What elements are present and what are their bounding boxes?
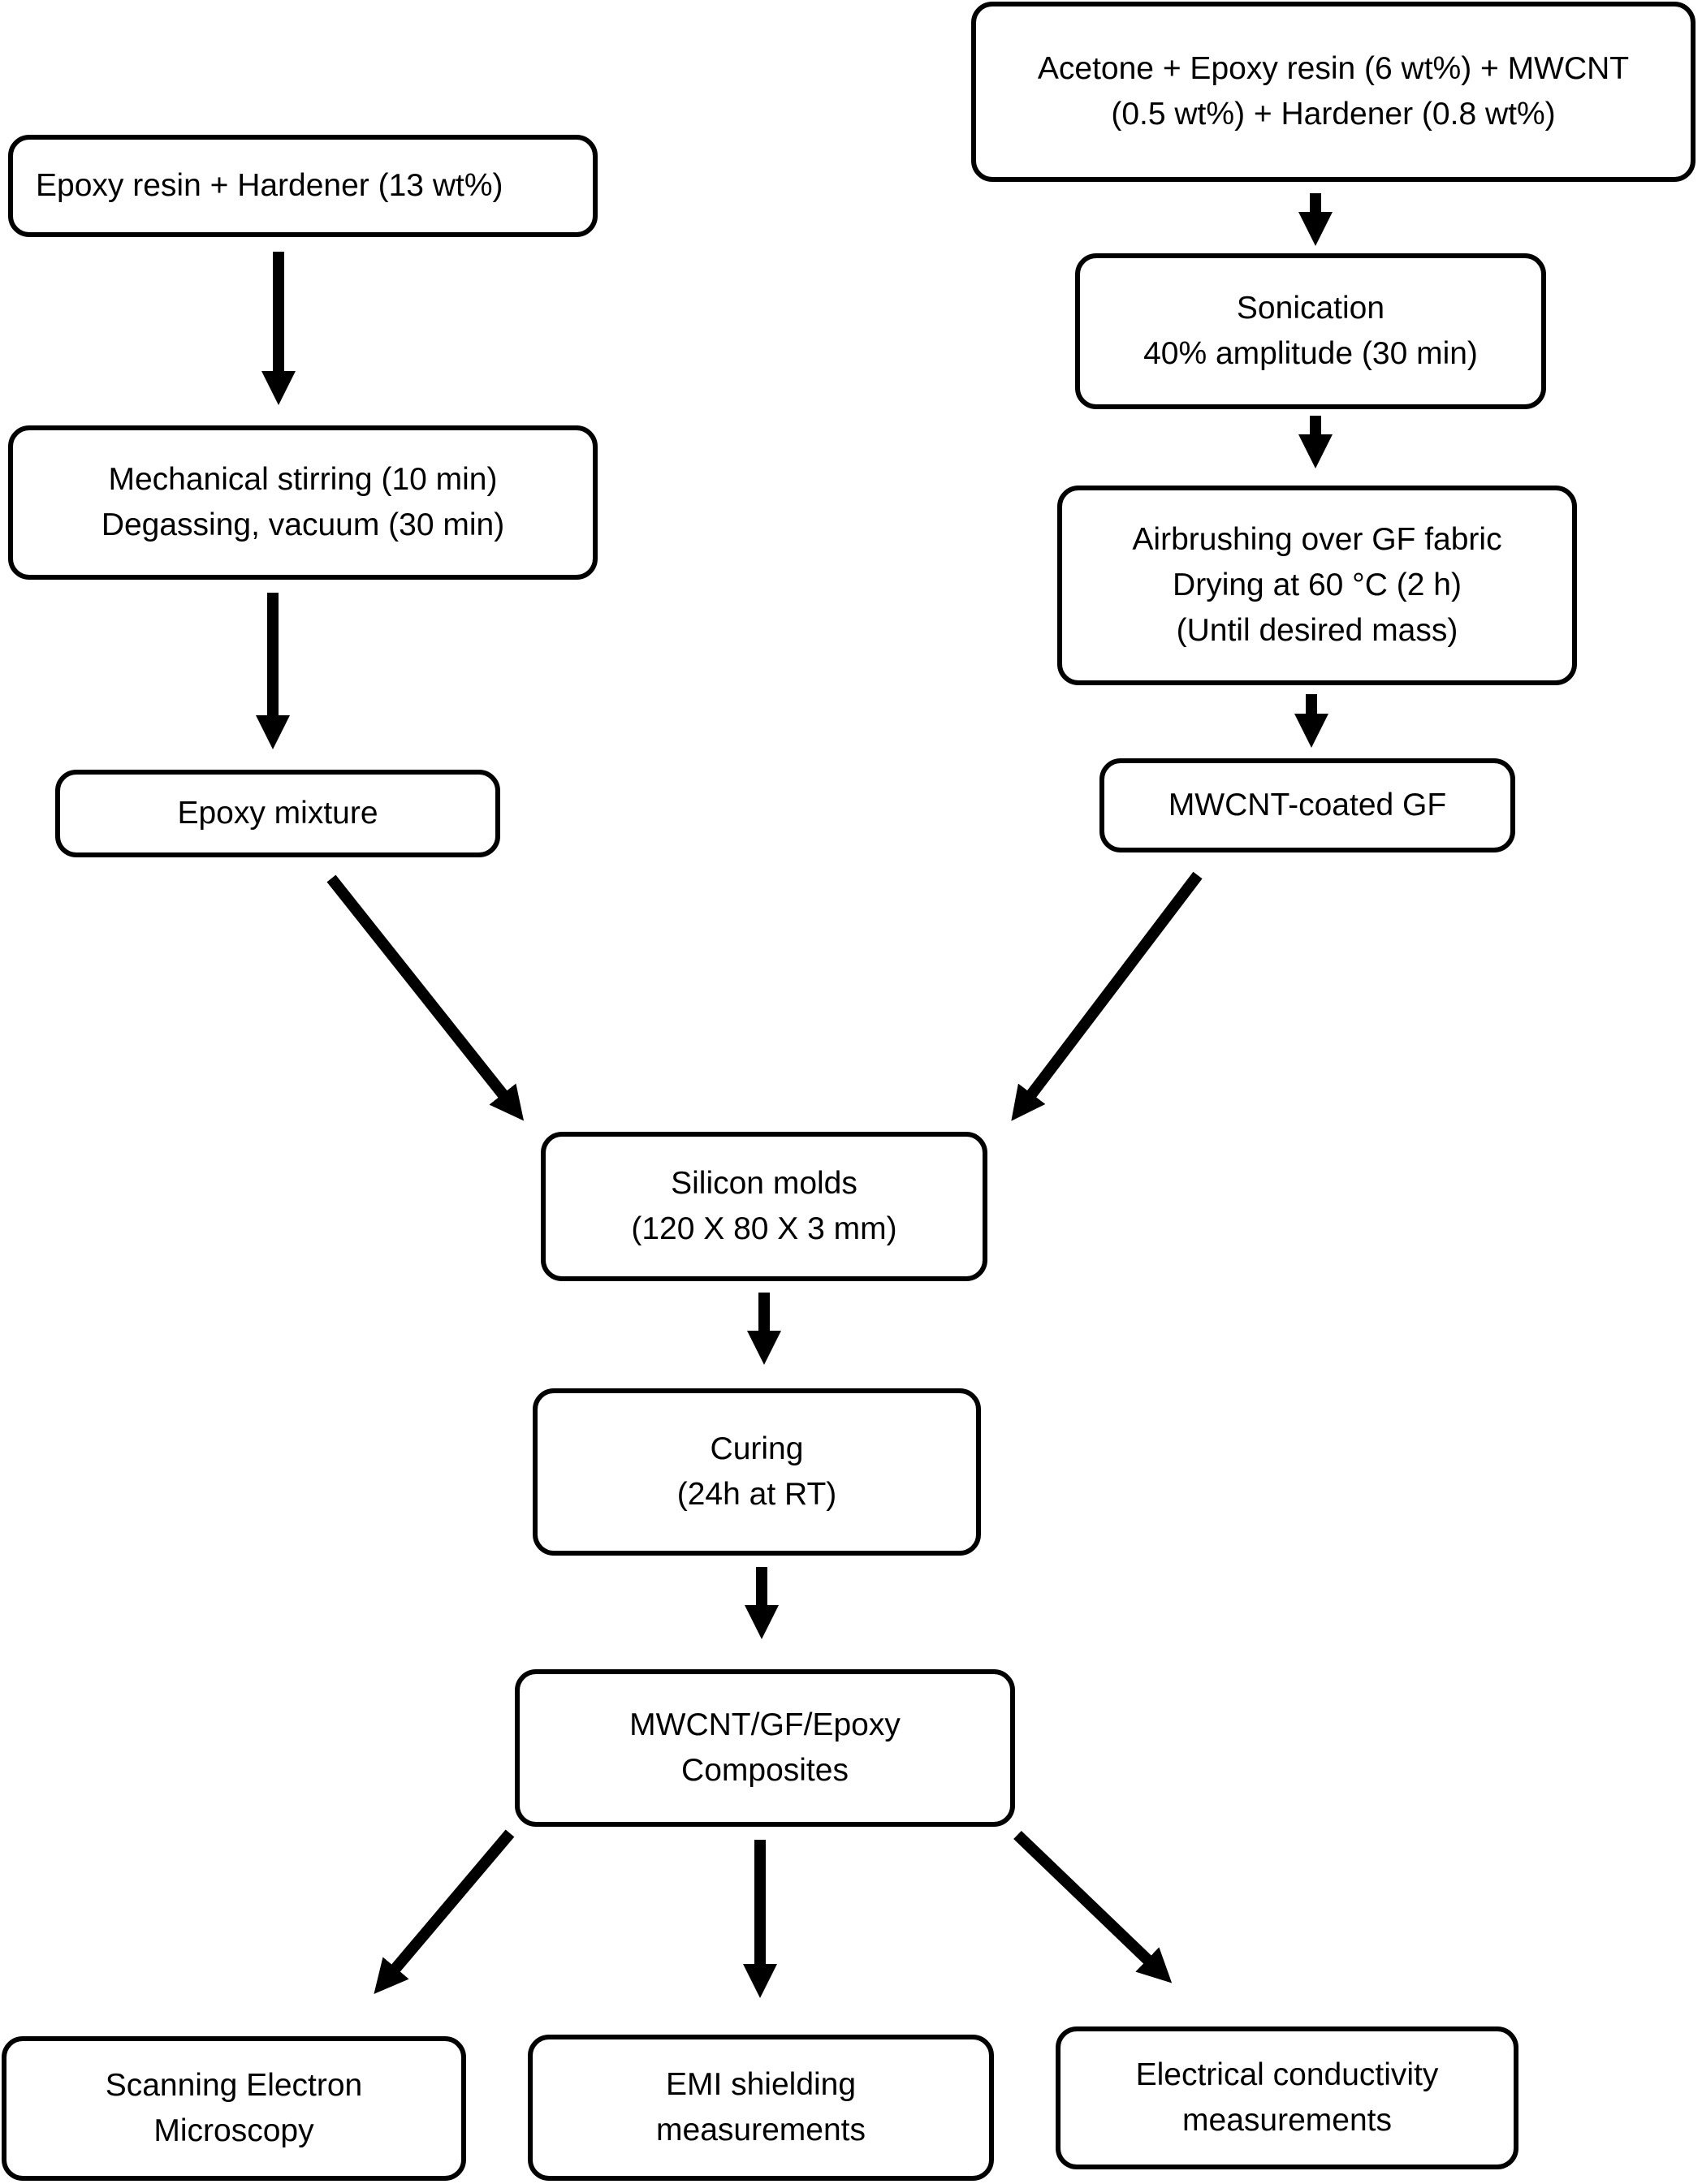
box-text-line: measurements [656, 2113, 866, 2147]
box-text-line: Acetone + Epoxy resin (6 wt%) + MWCNT [1037, 51, 1630, 86]
box-text-line: EMI shielding [665, 2067, 857, 2102]
box-text-line: Epoxy resin + Hardener (13 wt%) [36, 168, 503, 203]
curing-box: Curing (24h at RT) [533, 1388, 981, 1556]
box-text-line: (24h at RT) [676, 1477, 837, 1512]
box-text-line: measurements [1182, 2103, 1392, 2138]
composites-box: MWCNT/GF/Epoxy Composites [515, 1669, 1015, 1827]
mechanical-stirring-box: Mechanical stirring (10 min) Degassing, … [8, 425, 598, 580]
emi-shielding-box: EMI shielding measurements [528, 2035, 994, 2181]
box-text-line: MWCNT-coated GF [1168, 788, 1447, 822]
airbrushing-box: Airbrushing over GF fabric Drying at 60 … [1057, 486, 1577, 685]
box-text-line: Composites [681, 1753, 849, 1788]
box-text-line: Scanning Electron [105, 2068, 363, 2103]
box-text-line: Drying at 60 °C (2 h) [1173, 568, 1462, 602]
box-text-line: Airbrushing over GF fabric [1132, 522, 1502, 557]
arrow-composites-to-sem [374, 1829, 515, 1995]
box-text-line: (120 X 80 X 3 mm) [631, 1211, 897, 1246]
box-text-line: (0.5 wt%) + Hardener (0.8 wt%) [1111, 97, 1556, 132]
sonication-box: Sonication 40% amplitude (30 min) [1075, 253, 1546, 409]
box-text-line: Electrical conductivity [1135, 2057, 1439, 2092]
box-text-line: Epoxy mixture [177, 796, 378, 831]
electrical-conductivity-box: Electrical conductivity measurements [1056, 2026, 1518, 2169]
box-text-line: (Until desired mass) [1176, 613, 1458, 648]
mwcnt-coated-gf-box: MWCNT-coated GF [1099, 758, 1515, 852]
box-text-line: Mechanical stirring (10 min) [108, 462, 498, 497]
arrow-epoxy-mixture-to-molds [326, 874, 525, 1121]
silicon-molds-box: Silicon molds (120 X 80 X 3 mm) [541, 1132, 987, 1281]
box-text-line: MWCNT/GF/Epoxy [629, 1707, 901, 1742]
epoxy-mixture-box: Epoxy mixture [55, 770, 500, 857]
box-text-line: Silicon molds [671, 1166, 857, 1201]
epoxy-hardener-box: Epoxy resin + Hardener (13 wt%) [8, 135, 598, 237]
box-text-line: Microscopy [153, 2113, 314, 2148]
acetone-mixture-box: Acetone + Epoxy resin (6 wt%) + MWCNT (0… [971, 2, 1696, 182]
arrow-coated-gf-to-molds [1011, 871, 1203, 1121]
box-text-line: Curing [710, 1431, 804, 1466]
box-text-line: Degassing, vacuum (30 min) [101, 507, 505, 542]
sem-box: Scanning Electron Microscopy [2, 2036, 466, 2181]
arrow-composites-to-conductivity [1013, 1830, 1173, 1983]
box-text-line: 40% amplitude (30 min) [1143, 336, 1478, 371]
box-text-line: Sonication [1236, 291, 1385, 326]
